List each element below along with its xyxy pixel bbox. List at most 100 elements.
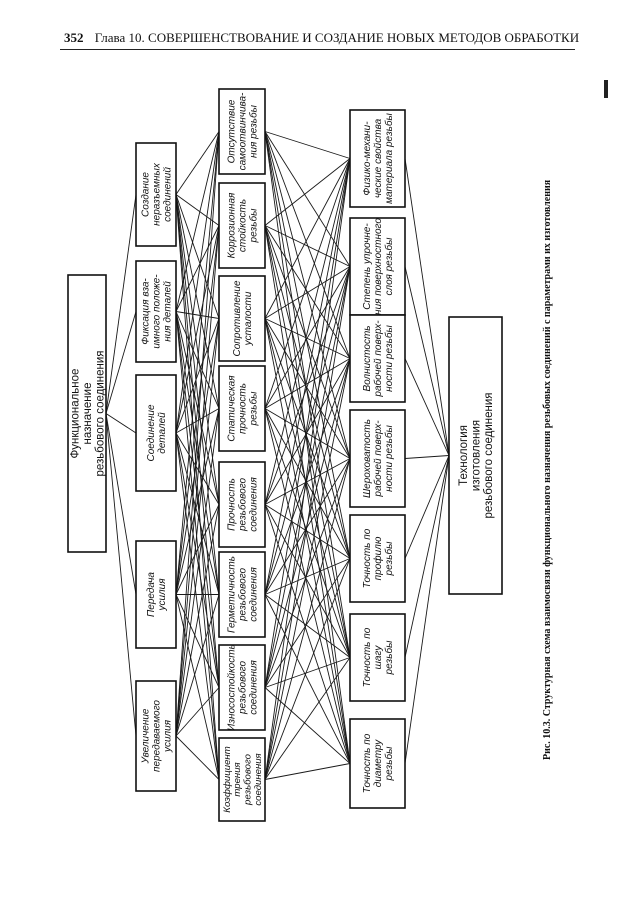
box-label: Технологияизготовлениярезьбового соедине… xyxy=(458,393,495,519)
link-C2-Q5 xyxy=(264,225,351,559)
link-C4-Q3 xyxy=(264,358,351,409)
box-frame xyxy=(135,540,177,649)
link-P3-C1 xyxy=(175,131,220,434)
link-C4-Q2 xyxy=(264,266,351,409)
link-P2-C7 xyxy=(175,311,220,688)
box-label: Передачаусилия xyxy=(146,572,168,617)
link-Q3-T0 xyxy=(404,358,450,456)
link-C4-Q7 xyxy=(264,408,351,764)
box-label-line: прочность xyxy=(238,383,249,434)
link-P2-C2 xyxy=(175,225,220,312)
link-C1-Q5 xyxy=(264,131,351,559)
box-label: Сопротивлениеусталости xyxy=(232,280,254,356)
box-label-line: Отсутствие xyxy=(227,99,238,163)
box-label-line: назначение xyxy=(82,383,94,445)
link-C7-Q5 xyxy=(264,558,351,688)
box-label: Соединениедеталей xyxy=(146,404,168,461)
box-frame xyxy=(218,275,266,362)
box-frame xyxy=(218,182,266,269)
box-label-line: деталей xyxy=(157,412,168,454)
box-label-line: ния резьбы xyxy=(247,104,259,158)
link-P5-C6 xyxy=(175,594,220,737)
link-P4-C5 xyxy=(175,504,220,595)
box-Q7: Точность подиаметрурезьбы xyxy=(349,718,406,809)
link-P1-C6 xyxy=(175,194,220,595)
link-P4-C4 xyxy=(175,408,220,595)
box-label-line: передаваемого xyxy=(152,700,163,772)
link-C1-Q7 xyxy=(264,131,351,764)
boxes-layer: Функциональноеназначениерезьбового соеди… xyxy=(67,88,503,822)
page-header: 352 Глава 10. СОВЕРШЕНСТВОВАНИЕ И СОЗДАН… xyxy=(64,30,579,46)
box-label: Фиксация вза-имного положе-ния деталей xyxy=(141,274,174,349)
link-C7-Q1 xyxy=(264,158,351,688)
link-P0-P2 xyxy=(105,311,137,414)
box-label-line: Герметичность xyxy=(227,556,238,633)
link-C3-Q5 xyxy=(264,318,351,559)
link-C6-Q4 xyxy=(264,458,351,595)
box-label-line: Соединение xyxy=(146,404,157,461)
box-label-line: ческие свойства xyxy=(373,118,384,198)
box-label: Физико-механи-ческие свойстваматериала р… xyxy=(362,112,395,203)
link-P2-C8 xyxy=(175,311,220,780)
link-P1-C7 xyxy=(175,194,220,688)
box-label-line: Износостойкость xyxy=(227,644,238,731)
box-label: Коррозионнаястойкостьрезьбы xyxy=(227,192,260,258)
box-label: Герметичностьрезьбовогосоединения xyxy=(227,556,260,633)
box-frame xyxy=(448,316,503,595)
link-P1-C5 xyxy=(175,194,220,505)
box-C7: Износостойкостьрезьбовогосоединения xyxy=(218,644,266,731)
link-C6-Q7 xyxy=(264,594,351,764)
box-label-line: рабочей поверх- xyxy=(372,420,384,498)
box-label: Точность пошагурезьбы xyxy=(362,627,395,687)
box-label: Созданиенеразъемныхсоединений xyxy=(141,162,174,226)
box-label-line: соединения xyxy=(248,477,259,532)
link-C5-Q7 xyxy=(264,504,351,764)
box-label-line: резьбового xyxy=(243,753,254,806)
link-P5-C7 xyxy=(175,687,220,737)
box-label-line: соединения xyxy=(248,567,259,622)
box-frame xyxy=(218,551,266,638)
link-P3-C3 xyxy=(175,318,220,434)
box-Q5: Точность попрофилюрезьбы xyxy=(349,514,406,603)
link-P2-C6 xyxy=(175,311,220,595)
link-P4-C1 xyxy=(175,131,220,595)
box-label: Шероховатостьрабочей поверх-ности резьбы xyxy=(362,419,395,498)
link-C7-Q4 xyxy=(264,458,351,688)
box-label-line: резьбы xyxy=(247,208,259,244)
link-C1-Q6 xyxy=(264,131,351,658)
box-label-line: Точность по xyxy=(362,627,373,687)
box-C8: Коэффициенттрениярезьбовогосоединения xyxy=(218,737,266,822)
box-label-line: самоотвинчива- xyxy=(238,92,249,170)
link-Q7-T0 xyxy=(404,455,450,764)
box-label: Волнистостьрабочей поверх-ности резьбы xyxy=(362,320,395,398)
box-C4: Статическаяпрочностьрезьбы xyxy=(218,365,266,452)
box-frame xyxy=(135,142,177,247)
link-C7-Q2 xyxy=(264,266,351,688)
box-label-line: Сопротивление xyxy=(232,280,243,356)
link-P5-C8 xyxy=(175,735,220,780)
link-C8-Q3 xyxy=(264,358,351,780)
box-label-line: Статическая xyxy=(227,375,238,442)
box-frame xyxy=(135,260,177,363)
link-P3-C8 xyxy=(175,432,220,780)
box-label-line: Точность по xyxy=(362,733,373,793)
link-Q2-T0 xyxy=(404,266,450,456)
link-P3-C2 xyxy=(175,225,220,434)
box-frame xyxy=(67,274,107,553)
box-label-line: слоя резьбы xyxy=(383,237,395,296)
box-label-line: диаметру xyxy=(373,739,384,787)
box-Q2: Степень упрочне-ния поверхностногослоя р… xyxy=(349,217,406,316)
box-label: Прочностьрезьбовогосоединения xyxy=(227,477,260,532)
box-label-line: резьбы xyxy=(383,746,395,782)
link-C1-Q4 xyxy=(264,131,351,459)
header-rule xyxy=(60,49,575,50)
box-frame xyxy=(218,365,266,452)
box-label-line: резьбы xyxy=(383,541,395,577)
box-frame xyxy=(218,88,266,175)
box-label-line: Волнистость xyxy=(362,325,373,391)
box-label-line: имного положе- xyxy=(152,274,163,349)
box-label-line: профилю xyxy=(372,536,384,580)
page-number: 352 xyxy=(64,30,84,45)
box-P2: Фиксация вза-имного положе-ния деталей xyxy=(135,260,177,363)
box-C3: Сопротивлениеусталости xyxy=(218,275,266,362)
